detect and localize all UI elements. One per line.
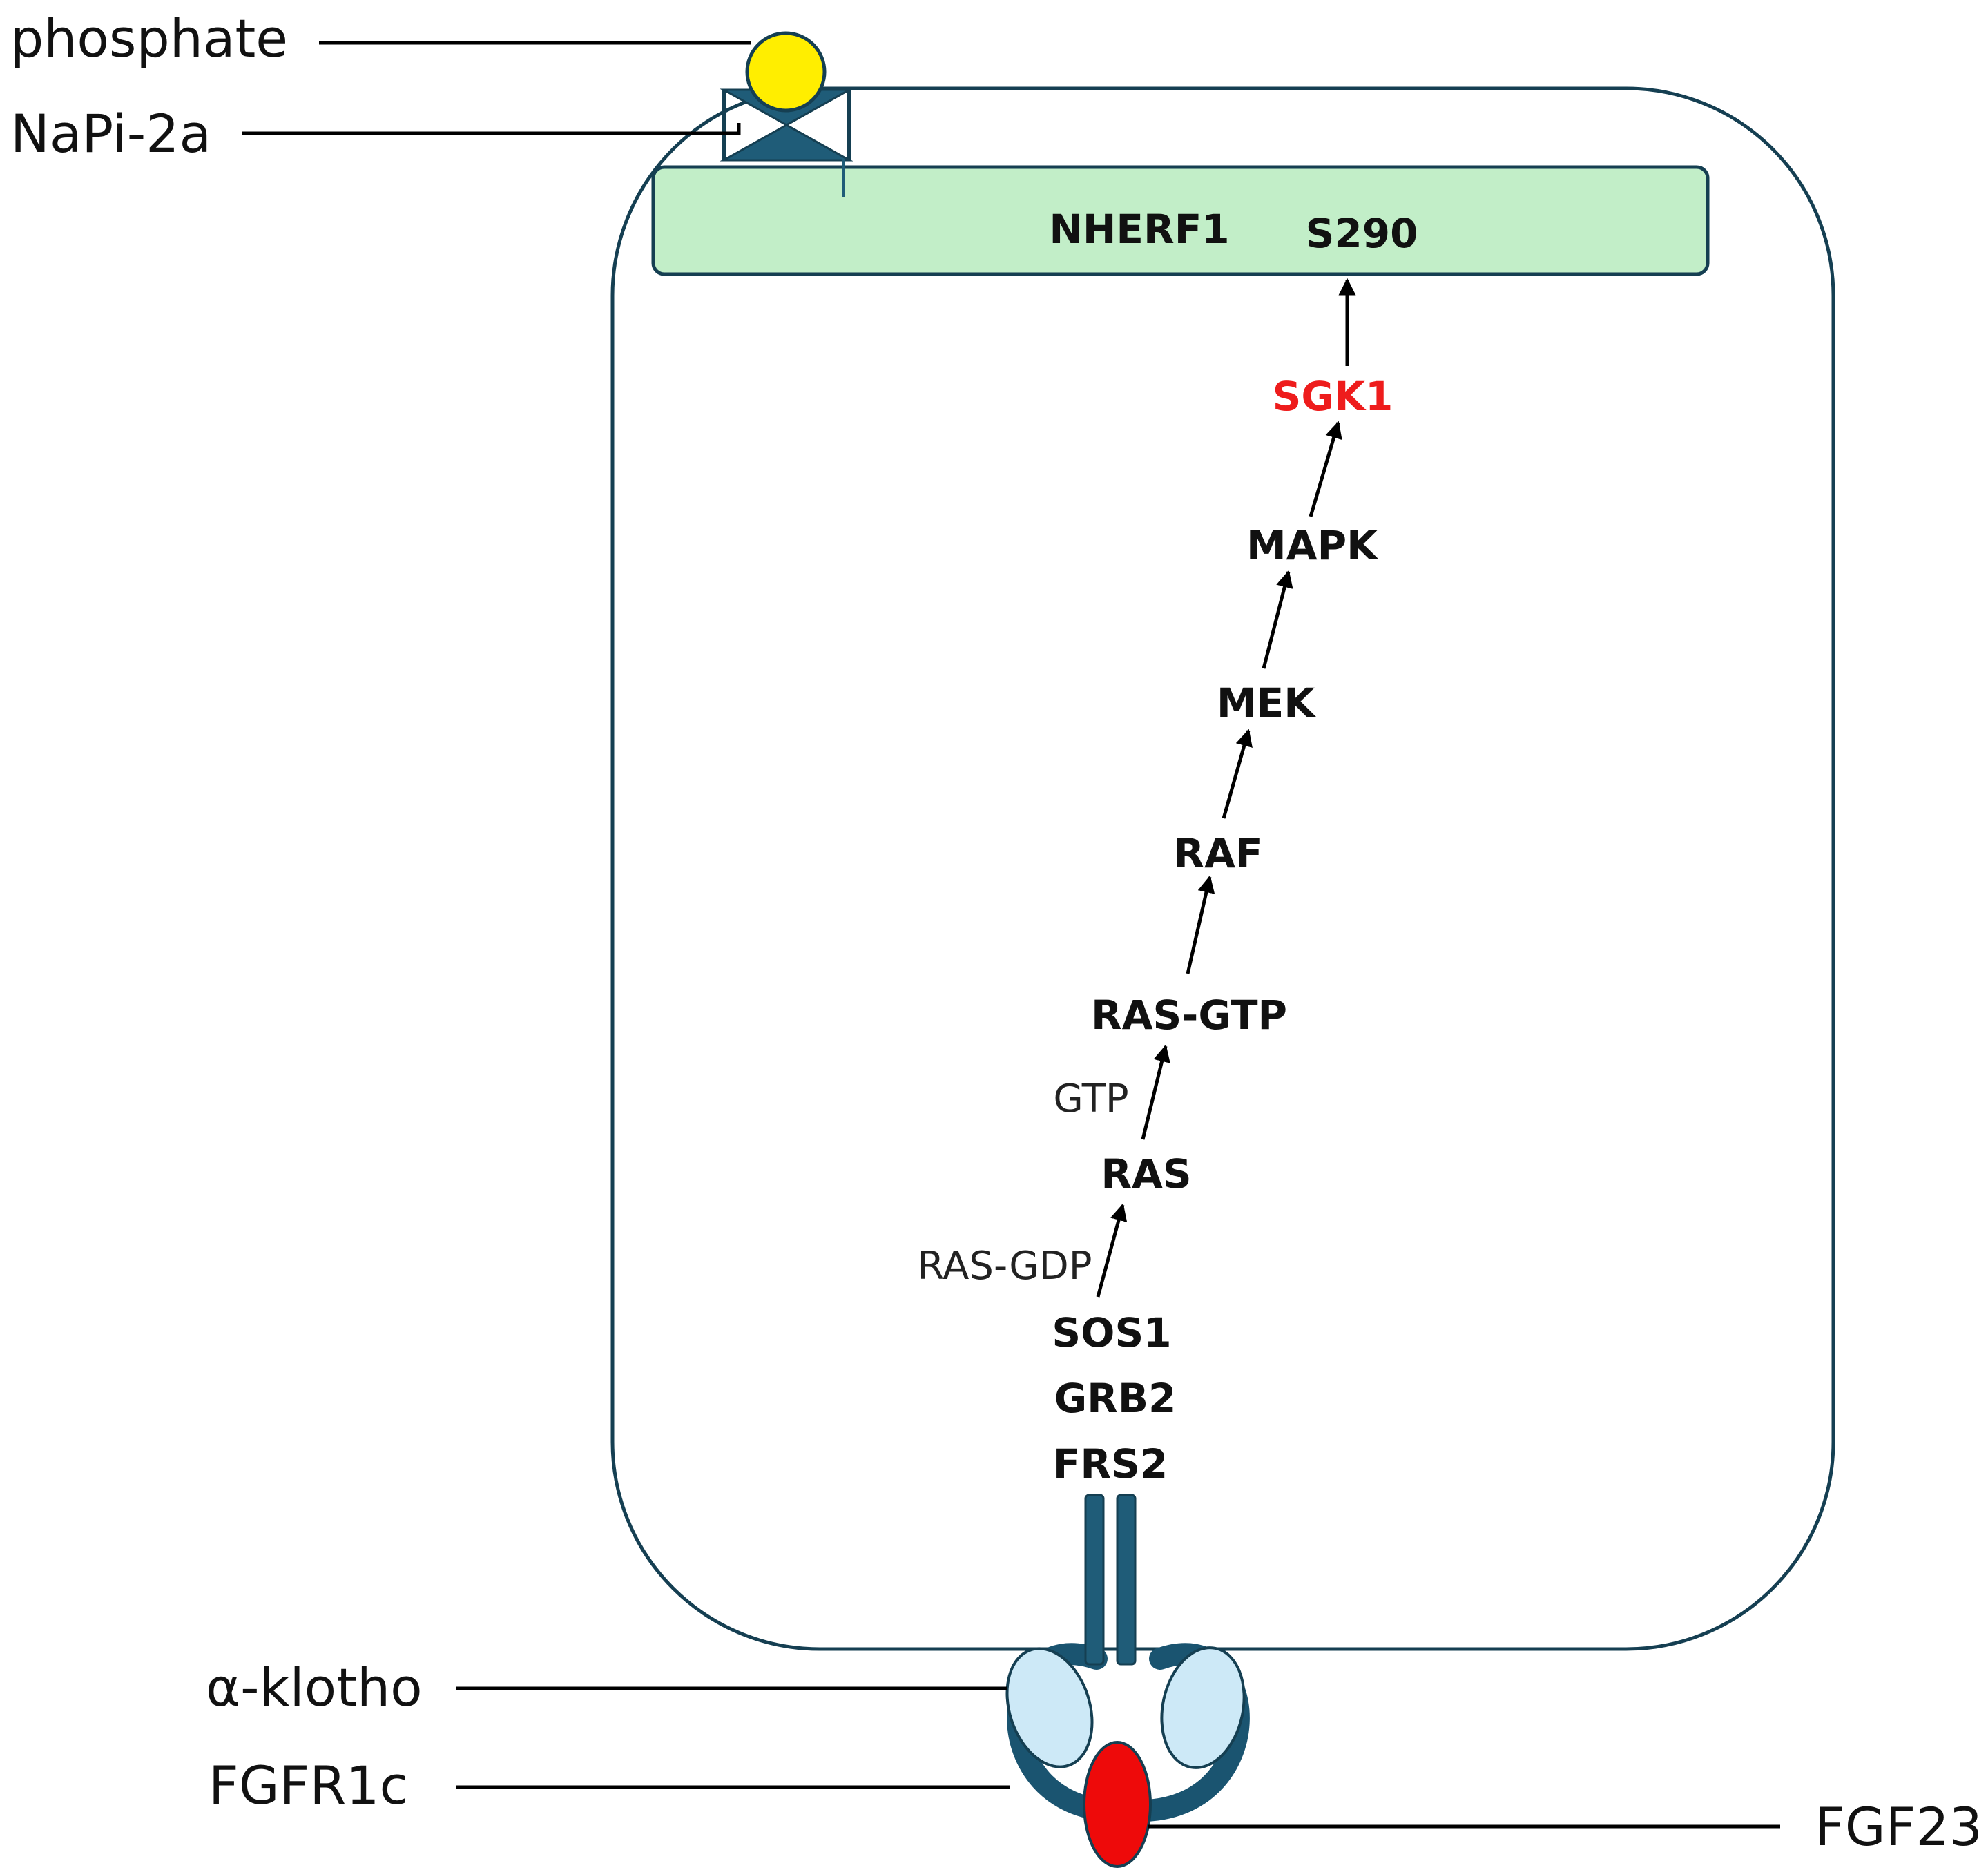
arrow-raf-to-mek [1222,729,1253,819]
frs2-label: FRS2 [1053,1440,1168,1487]
arrow-mek-to-mapk [1262,570,1293,669]
arrow-ras-to-rasgtp [1141,1044,1170,1140]
fgfr-transmembrane-right [1116,1494,1137,1666]
sgk1-label: SGK1 [1273,373,1393,420]
mapk-label: MAPK [1246,522,1379,569]
alpha-klotho-label: α-klotho [206,1657,423,1718]
fgfr-transmembrane-left [1084,1494,1105,1666]
fgfr1c-klotho-receptor-complex [1005,1494,1250,1868]
ras-gtp-label: RAS-GTP [1091,992,1287,1039]
napi2a-transporter-icon [720,88,853,197]
napi2a-label: NaPi-2a [10,103,211,164]
grb2-label: GRB2 [1054,1375,1177,1422]
mek-label: MEK [1217,679,1316,726]
ras-label: RAS [1101,1150,1191,1197]
napi2a-leader-line [242,123,741,135]
arrow-sos1-to-ras [1096,1203,1128,1298]
nherf1-label: NHERF1 [1049,206,1229,253]
alpha-klotho-left-icon [1005,1647,1094,1768]
phosphate-circle-icon [745,31,827,113]
fgf23-label: FGF23 [1815,1796,1982,1858]
arrow-mapk-to-sgk1 [1309,421,1342,517]
fgf23-ligand-icon [1083,1741,1152,1868]
cell-membrane [610,86,1835,1651]
gtp-label: GTP [1053,1077,1128,1121]
raf-label: RAF [1173,830,1262,877]
nherf1-bar [651,165,1710,276]
alpha-klotho-right-icon [1160,1646,1246,1769]
arrow-rasgtp-to-raf [1186,875,1215,974]
ras-gdp-label: RAS-GDP [917,1244,1092,1289]
s290-label: S290 [1306,210,1418,257]
fgfr1c-label: FGFR1c [209,1755,408,1816]
sos1-label: SOS1 [1052,1309,1171,1356]
phosphate-label: phosphate [10,8,288,69]
